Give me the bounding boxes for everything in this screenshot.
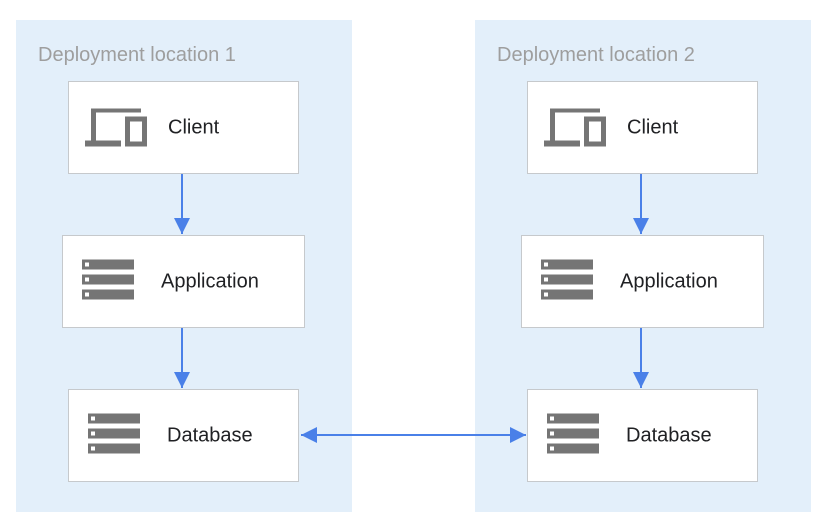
node-label: Database [167,424,253,446]
node-label: Client [168,116,220,138]
node-label: Client [627,116,679,138]
client-node: Client [527,81,758,174]
node-label: Application [620,270,718,292]
database-node: Database [68,389,299,482]
location-title: Deployment location 1 [38,44,236,66]
application-node: Application [62,235,305,328]
client-node: Client [68,81,299,174]
server-icon [541,258,593,305]
node-label: Application [161,270,259,292]
server-icon [82,258,134,305]
database-node: Database [527,389,758,482]
application-node: Application [521,235,764,328]
devices-icon [544,104,606,151]
devices-icon [85,104,147,151]
node-label: Database [626,424,712,446]
location-title: Deployment location 2 [497,44,695,66]
server-icon [547,412,599,459]
server-icon [88,412,140,459]
